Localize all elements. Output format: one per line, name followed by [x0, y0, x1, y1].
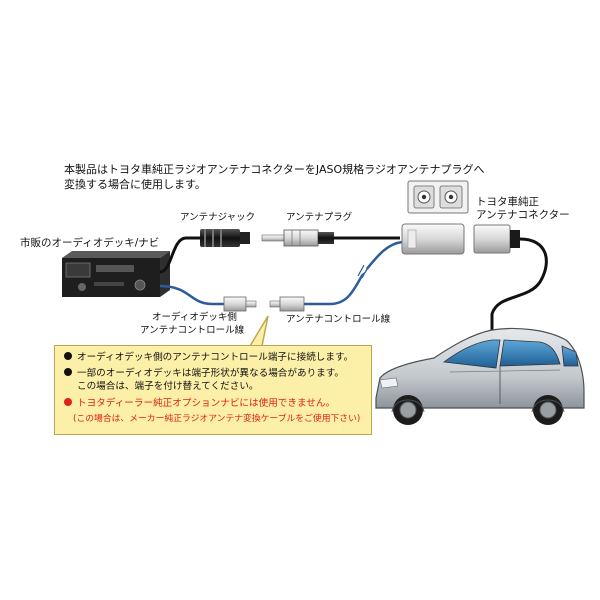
warning-note-detail: (この場合は、メーカー純正ラジオアンテナ変換ケーブルをご使用下さい): [73, 414, 361, 424]
adapter-control-wire: [304, 240, 403, 306]
car-illustration: [375, 327, 585, 425]
warning-note: トヨタディーラー純正オプションナビには使用できません。: [64, 398, 335, 410]
header-line-2: 変換する場合に使用します。: [64, 178, 206, 191]
toyota-connector-label-1: トヨタ車純正: [476, 196, 539, 208]
connector-end-view-icon: [407, 180, 469, 214]
deck-antenna-cable: [159, 236, 200, 274]
bullet-icon: [64, 352, 72, 360]
antenna-plug-label: アンテナプラグ: [286, 212, 353, 223]
audio-deck-icon: [62, 251, 170, 297]
control-terminal-pair-icon: [223, 296, 305, 312]
notes-box: オーディオデッキ側のアンテナコントロール端子に接続します。 一部のオーディオデッ…: [54, 345, 372, 435]
deck-side-control-label-2: アンテナコントロール線: [140, 325, 245, 336]
bullet-icon: [64, 368, 72, 376]
vehicle-antenna-cable: [490, 237, 548, 346]
header-line-1: 本製品はトヨタ車純正ラジオアンテナコネクターをJASO規格ラジオアンテナプラグへ: [64, 163, 485, 176]
deck-label: 市販のオーディオデッキ/ナビ: [20, 237, 160, 249]
antenna-jack-icon: [200, 229, 250, 247]
note-callout-pointer: [248, 315, 269, 347]
deck-control-wire: [159, 284, 224, 306]
antenna-jack-label: アンテナジャック: [180, 212, 256, 223]
note-item: 一部のオーディオデッキは端子形状が異なる場合があります。: [64, 368, 344, 380]
note-item: オーディオデッキ側のアンテナコントロール端子に接続します。: [64, 352, 353, 364]
warning-bullet-icon: [64, 398, 72, 406]
toyota-connector-icon: [401, 223, 520, 255]
cable-break-icon: [357, 264, 369, 279]
toyota-connector-label-2: アンテナコネクター: [476, 209, 570, 221]
deck-side-control-label-1: オーディオデッキ側: [152, 312, 237, 323]
antenna-control-label: アンテナコントロール線: [286, 314, 391, 325]
antenna-plug-icon: [261, 229, 334, 247]
note-item: この場合は、端子を付け替えてください。: [77, 381, 259, 392]
